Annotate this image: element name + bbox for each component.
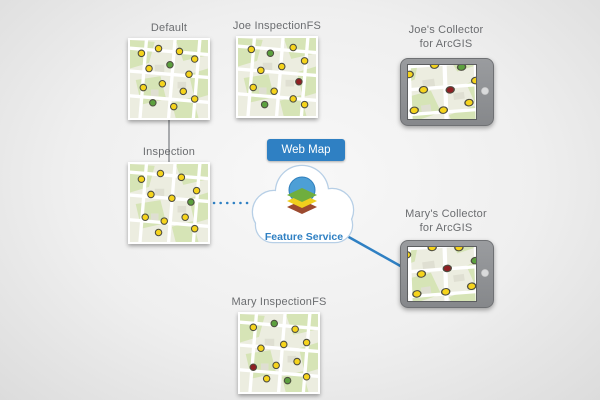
tablet-device-joe	[400, 58, 494, 126]
map-thumbnail-inspection	[128, 162, 210, 244]
tablet-device-mary	[400, 240, 494, 308]
cloud-icon	[251, 164, 355, 244]
web-map-badge: Web Map	[267, 139, 345, 161]
tablet-screen-mary	[407, 246, 477, 302]
home-button-icon	[481, 269, 489, 277]
arcgis-layers-icon	[287, 176, 317, 214]
label-joe-inspectionfs: Joe InspectionFS	[232, 20, 322, 32]
label-default: Default	[150, 22, 188, 34]
map-thumbnail-joe-inspectionfs	[236, 36, 318, 118]
connector-cloud-to-marys-collector	[337, 229, 405, 270]
feature-service-label: Feature Service	[264, 231, 344, 243]
map-thumbnail-mary-inspectionfs	[238, 312, 320, 394]
home-button-icon	[481, 87, 489, 95]
label-joes-collector-line2: for ArcGIS	[419, 38, 473, 50]
label-marys-collector-line1: Mary's Collector	[405, 208, 487, 220]
label-joes-collector-line1: Joe's Collector	[408, 24, 484, 36]
tablet-screen-joe	[407, 64, 477, 120]
label-marys-collector-line2: for ArcGIS	[419, 222, 473, 234]
map-thumbnail-default	[128, 38, 210, 120]
label-inspection: Inspection	[142, 146, 196, 158]
label-mary-inspectionfs: Mary InspectionFS	[231, 296, 327, 308]
